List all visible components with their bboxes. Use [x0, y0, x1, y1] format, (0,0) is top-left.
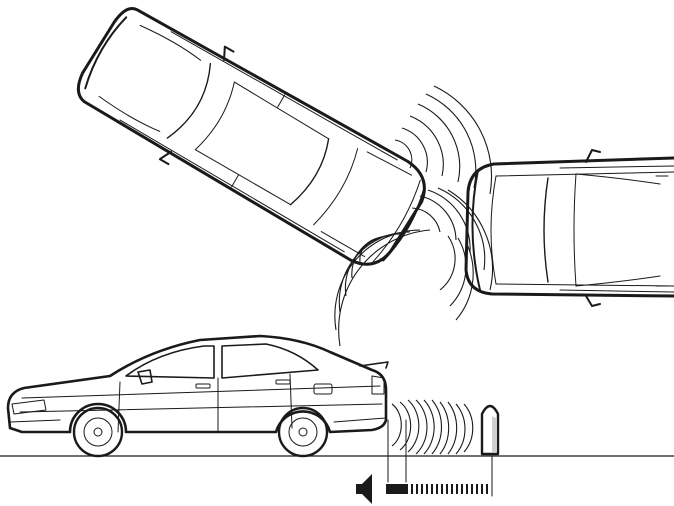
signal-solid-bar — [386, 484, 408, 494]
front-wheel — [72, 406, 124, 458]
speaker-icon — [356, 474, 372, 504]
signal-indicator — [356, 474, 488, 504]
sedan-rear-sensor-waves — [391, 399, 474, 455]
rear-wheel — [277, 406, 329, 458]
signal-dashed-bar — [411, 484, 488, 494]
parked-car-top-view — [464, 149, 674, 307]
reversing-car-top-view — [76, 6, 426, 266]
parking-post — [480, 404, 500, 456]
sedan-side-view — [6, 334, 389, 458]
reversing-car-sensor-waves — [334, 85, 494, 347]
distance-guides — [387, 419, 493, 497]
